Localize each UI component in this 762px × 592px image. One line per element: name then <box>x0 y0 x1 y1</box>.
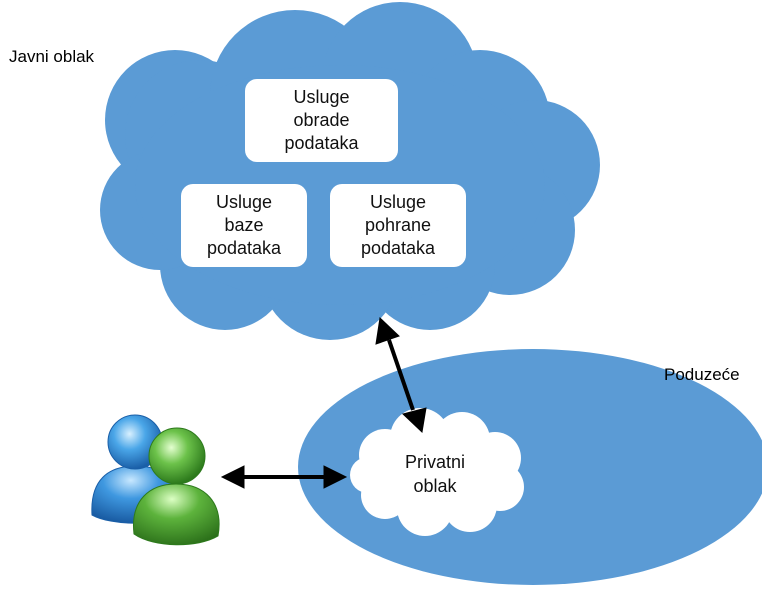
users-icon <box>91 414 220 546</box>
private-cloud-label: Privatni oblak <box>385 450 485 498</box>
public-cloud-shape <box>100 2 600 340</box>
private-cloud-line: oblak <box>413 476 457 496</box>
enterprise-label: Poduzeće <box>664 365 740 384</box>
service-box-line: pohrane <box>364 215 432 235</box>
service-box-line: podataka <box>206 238 282 258</box>
service-box-line: Usluge <box>293 87 350 107</box>
service-box-processing: Usluge obrade podataka <box>245 79 398 162</box>
service-box-line: baze <box>224 215 264 235</box>
service-box-line: Usluge <box>215 192 273 212</box>
arrow-users-private <box>220 465 348 489</box>
service-box-line: obrade <box>293 110 350 130</box>
service-box-line: podataka <box>360 238 436 258</box>
service-box-line: podataka <box>284 133 359 153</box>
private-cloud-line: Privatni <box>404 452 466 472</box>
public-cloud-label: Javni oblak <box>9 47 95 66</box>
service-box-database: Usluge baze podataka <box>181 184 307 267</box>
arrow-public-private <box>375 316 427 434</box>
service-box-line: Usluge <box>369 192 427 212</box>
service-box-storage: Usluge pohrane podataka <box>330 184 466 267</box>
private-cloud-shape <box>350 408 524 536</box>
